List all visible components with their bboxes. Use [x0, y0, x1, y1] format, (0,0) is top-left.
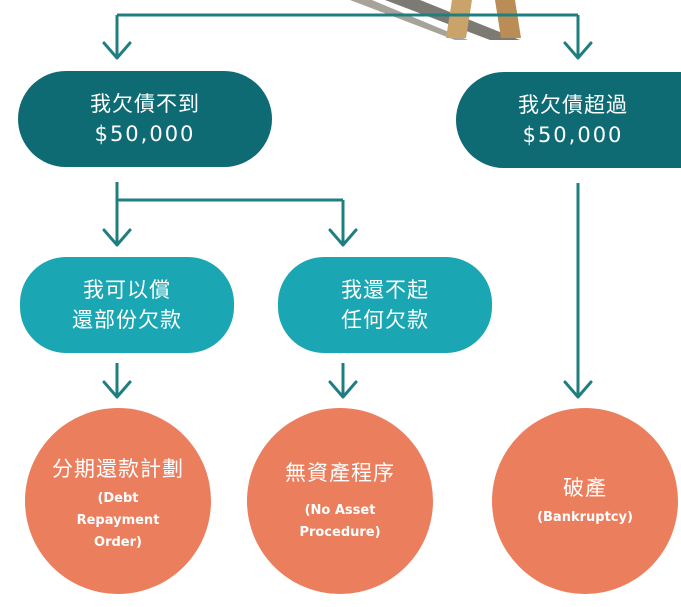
scales-figure-icon: [350, 0, 521, 40]
outcome-english: (Debt Repayment Order): [77, 488, 160, 554]
node-title: 我欠債不到: [90, 92, 200, 116]
arrow-down-icon: [328, 380, 358, 399]
node-title: 我欠債超過: [518, 93, 628, 117]
outcome-english-line: (No Asset: [304, 503, 376, 518]
outcome-english-line: Procedure): [299, 525, 381, 540]
outcome-english-line: (Bankruptcy): [537, 510, 633, 525]
outcome-title: 分期還款計劃: [52, 457, 184, 481]
outcome-english-line: Order): [94, 535, 142, 550]
outcome-no-asset-procedure: 無資產程序 (No Asset Procedure): [247, 408, 433, 594]
outcome-debt-repayment-order: 分期還款計劃 (Debt Repayment Order): [25, 408, 211, 594]
outcome-english-line: (Debt: [97, 491, 139, 506]
arrow-down-icon: [102, 41, 132, 60]
arrow-down-icon: [563, 380, 593, 399]
outcome-title: 破產: [563, 476, 607, 500]
outcome-english-line: Repayment: [76, 513, 160, 528]
node-can-pay-partial: 我可以償 還部份欠款: [20, 257, 234, 353]
arrow-down-icon: [563, 41, 593, 60]
arrow-down-icon: [102, 228, 132, 247]
node-line1: 我還不起: [341, 278, 429, 302]
node-line2: 任何欠款: [341, 308, 429, 332]
outcome-title: 無資產程序: [285, 461, 395, 485]
node-debt-under: 我欠債不到 $50,000: [18, 71, 272, 167]
outcome-bankruptcy: 破產 (Bankruptcy): [492, 408, 678, 594]
arrow-down-icon: [102, 380, 132, 399]
node-line2: 還部份欠款: [72, 308, 182, 332]
arrow-down-icon: [328, 228, 358, 247]
node-cannot-pay: 我還不起 任何欠款: [278, 257, 492, 353]
node-amount: $50,000: [94, 122, 196, 146]
node-amount: $50,000: [522, 123, 624, 147]
outcome-english: (No Asset Procedure): [299, 500, 380, 544]
node-line1: 我可以償: [83, 278, 171, 302]
node-debt-over: 我欠債超過 $50,000: [456, 72, 681, 168]
outcome-english: (Bankruptcy): [537, 507, 633, 529]
